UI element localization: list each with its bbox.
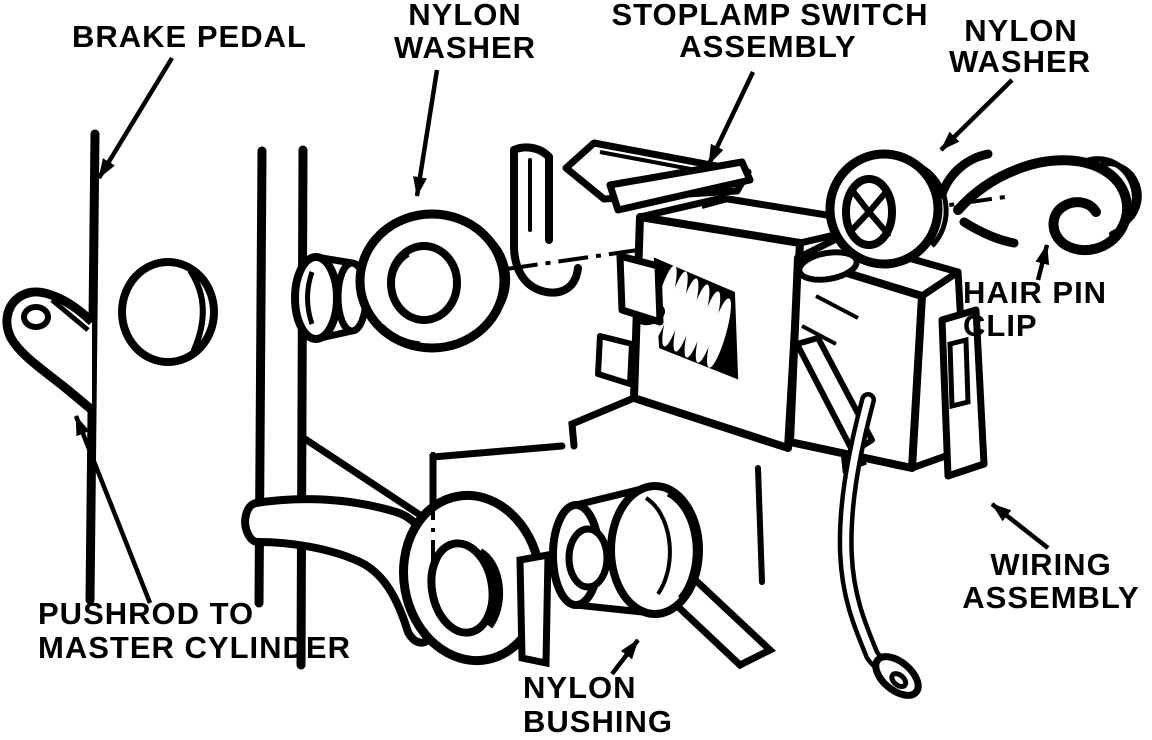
label-hair-pin-clip-line1: HAIR PIN	[963, 275, 1107, 310]
label-nylon-bushing-line2: BUSHING	[523, 704, 673, 739]
nylon-washer-left-drawing	[355, 209, 511, 353]
leader-brake-pedal	[97, 56, 174, 180]
stoplamp-switch-drawing	[562, 139, 988, 480]
brake-pedal-drawing	[85, 129, 308, 670]
leader-nylon-washer-left	[413, 69, 440, 197]
label-stoplamp-switch-line1: STOPLAMP SWITCH	[612, 0, 929, 32]
label-nylon-bushing-line1: NYLON	[523, 670, 637, 705]
label-brake-pedal: BRAKE PEDAL	[72, 19, 307, 54]
leader-pushrod	[73, 415, 153, 604]
hair-pin-clip-drawing	[937, 149, 1142, 256]
label-nylon-washer-left-line1: NYLON	[408, 0, 522, 32]
nylon-bushing-drawing	[547, 482, 703, 618]
wire-terminal-drawing	[872, 653, 922, 699]
label-hair-pin-clip-line2: CLIP	[963, 308, 1038, 343]
label-wiring-assembly-line2: ASSEMBLY	[962, 580, 1139, 615]
leader-arrows	[73, 56, 1050, 676]
nylon-washer-right-drawing	[825, 149, 949, 269]
label-wiring-assembly-line1: WIRING	[990, 547, 1111, 582]
label-nylon-washer-right-line1: NYLON	[964, 13, 1078, 48]
lower-bracket-arm-drawing	[241, 495, 438, 647]
label-stoplamp-switch-line2: ASSEMBLY	[679, 29, 856, 64]
label-nylon-washer-right-line2: WASHER	[949, 44, 1091, 79]
leader-nylon-bushing	[610, 638, 640, 676]
pushrod-drawing	[2, 287, 96, 414]
clevis-flat-drawing	[516, 550, 552, 668]
label-pushrod-line2: MASTER CYLINDER	[38, 630, 351, 665]
pedal-pin-drawing	[291, 253, 370, 343]
spring-drawing	[651, 265, 731, 368]
label-pushrod-line1: PUSHROD TO	[38, 596, 254, 631]
wiring-assembly-drawing	[837, 392, 922, 699]
label-nylon-washer-left-line2: WASHER	[394, 30, 536, 65]
leader-hair-pin-clip	[1035, 244, 1050, 281]
leader-nylon-washer-right	[939, 78, 1014, 152]
leader-stoplamp-switch	[706, 71, 756, 165]
leader-wiring-assembly	[990, 502, 1050, 550]
callout-labels: BRAKE PEDAL NYLON WASHER STOPLAMP SWITCH…	[38, 0, 1139, 739]
